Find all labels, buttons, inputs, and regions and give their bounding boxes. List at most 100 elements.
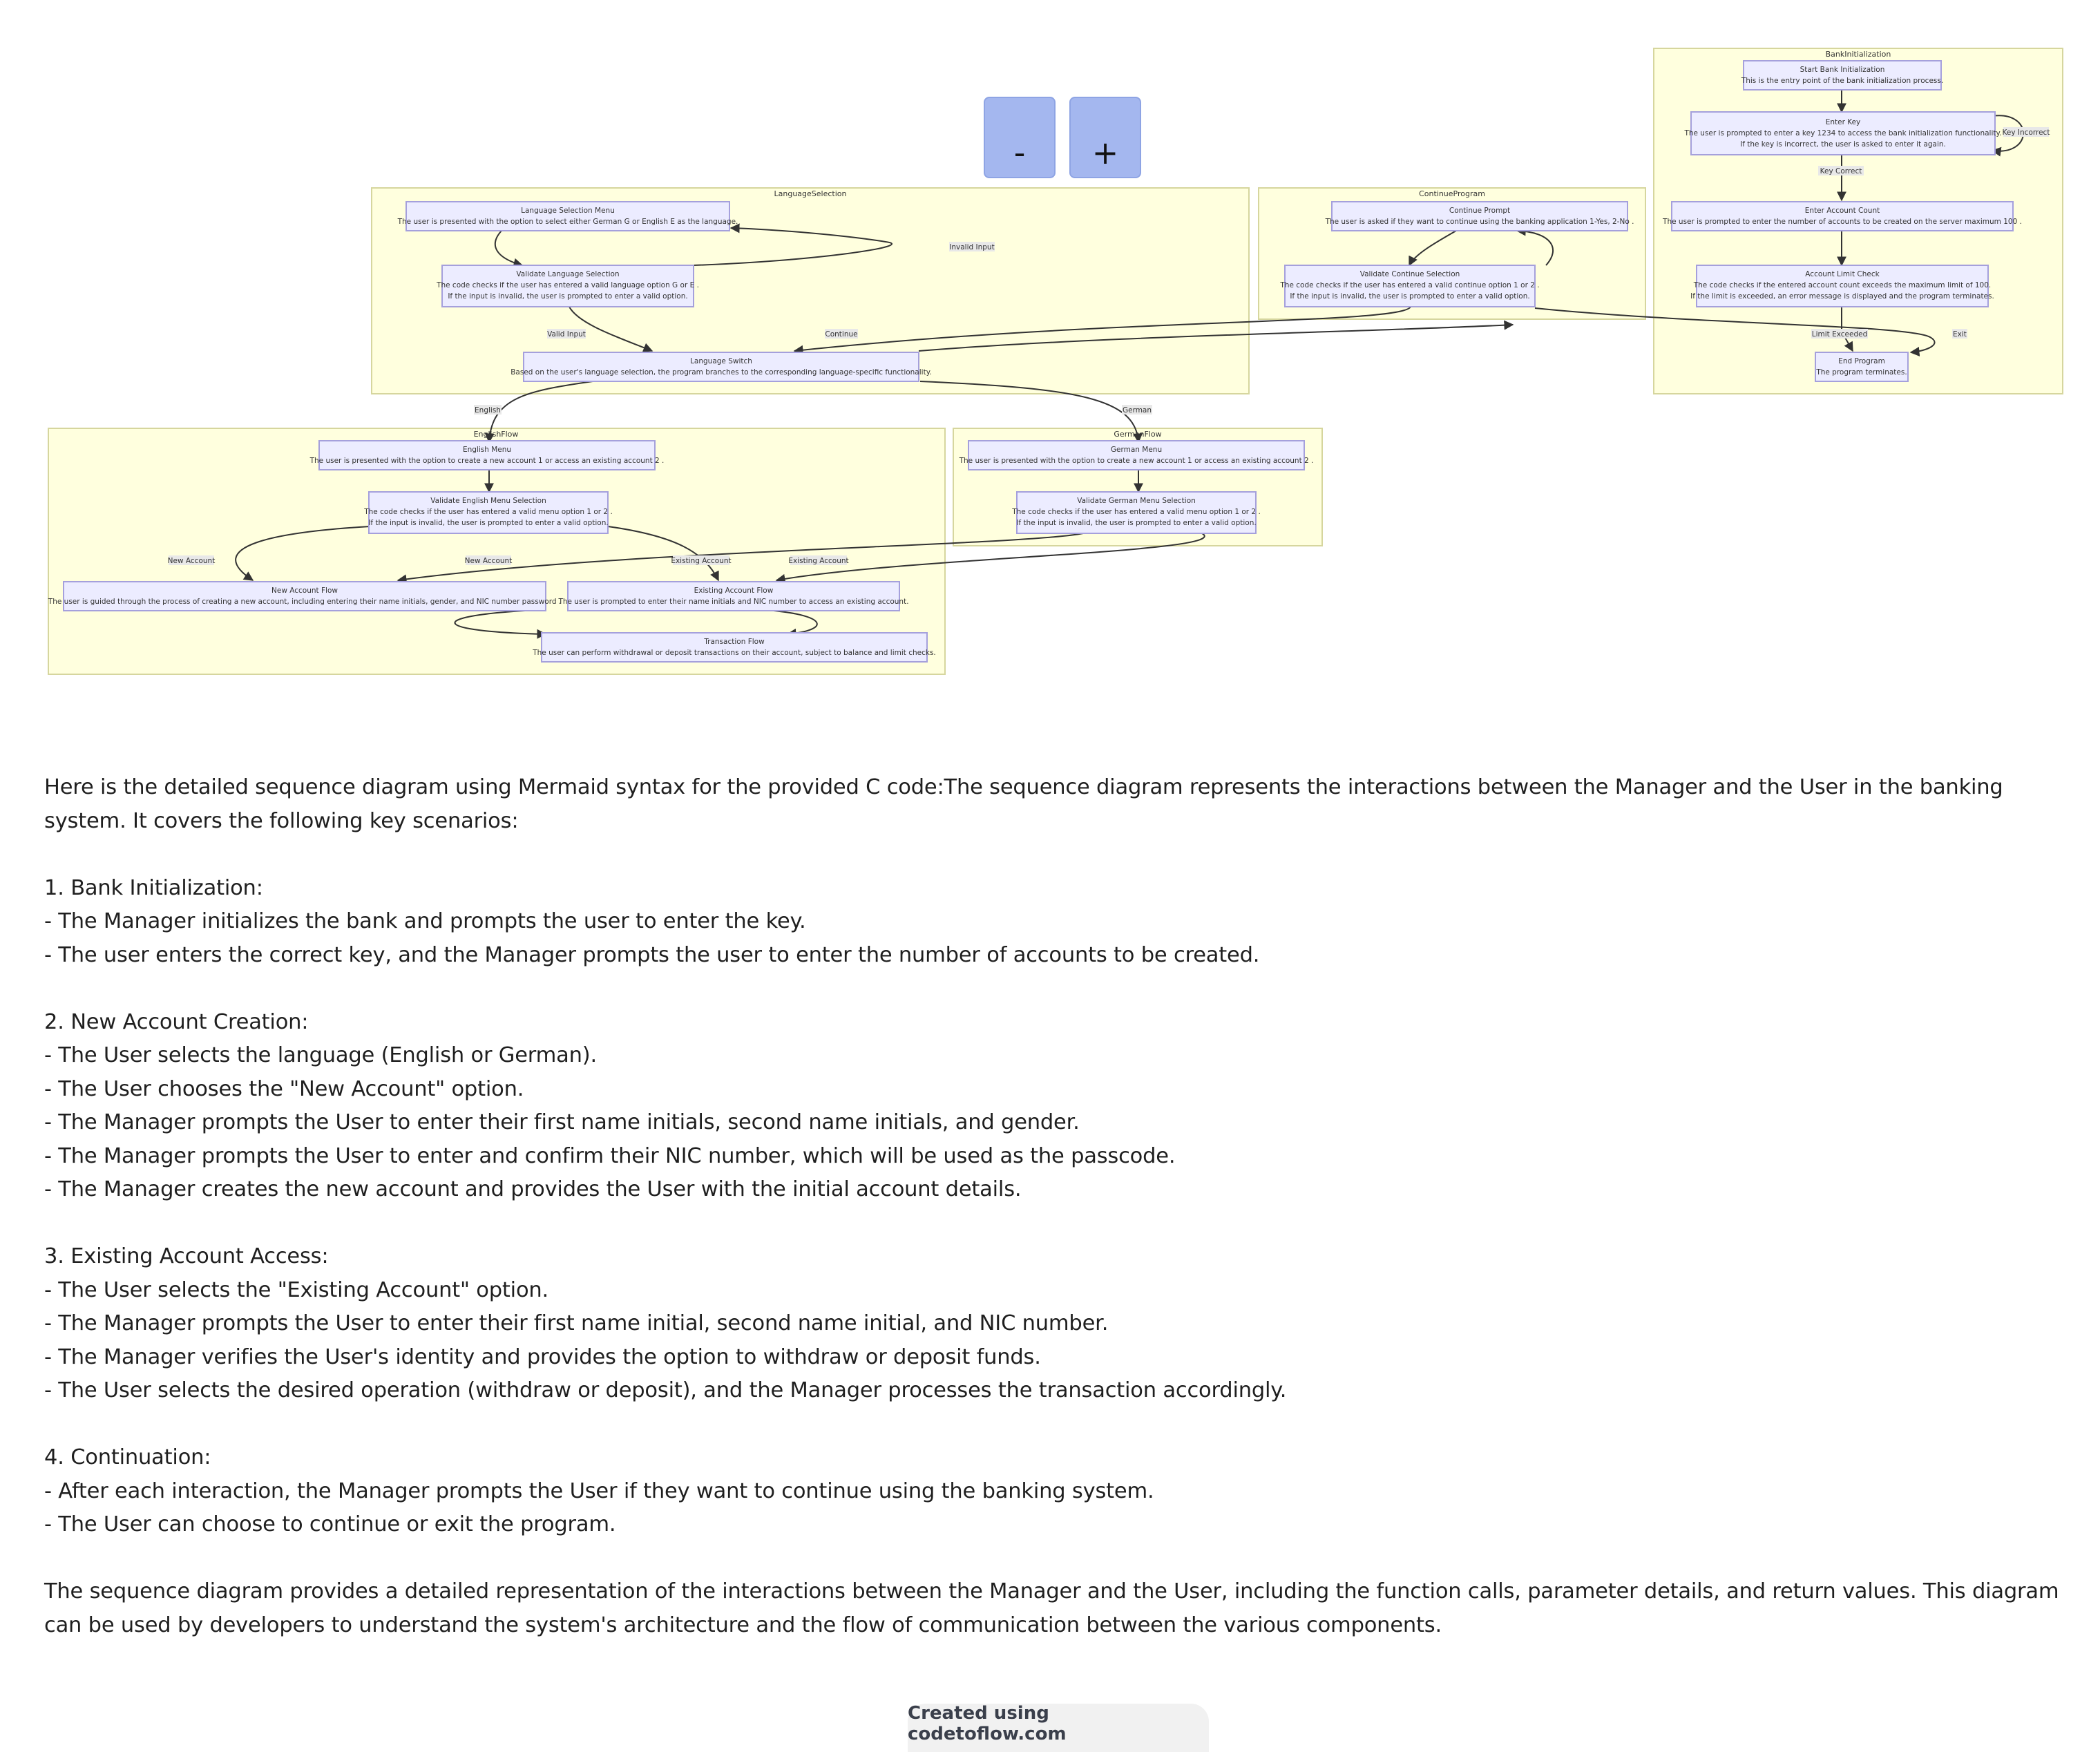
edge-valid-input xyxy=(569,306,653,352)
edge-label-new-account-german: New Account xyxy=(465,555,513,565)
svg-text:Key Correct: Key Correct xyxy=(1820,167,1862,175)
footer-badge[interactable]: Created using codetoflow.com xyxy=(908,1703,1209,1752)
edge-invalid-input xyxy=(693,223,892,266)
svg-text:If the limit is exceeded, an e: If the limit is exceeded, an error messa… xyxy=(1690,292,1994,301)
svg-text:The user is asked if they want: The user is asked if they want to contin… xyxy=(1325,218,1634,226)
node-english-menu: English Menu The user is presented with … xyxy=(309,440,665,470)
edge-label-invalid-input: Invalid Input xyxy=(949,242,995,251)
node-validate-language-selection: Validate Language Selection The code che… xyxy=(436,265,699,307)
description-text: Here is the detailed sequence diagram us… xyxy=(44,771,2061,1676)
flowchart-diagram: BankInitialization LanguageSelection Con… xyxy=(48,48,2063,675)
svg-text:Language Selection Menu: Language Selection Menu xyxy=(521,207,615,215)
node-validate-german-menu-selection: Validate German Menu Selection The code … xyxy=(1011,491,1261,534)
svg-text:Limit Exceeded: Limit Exceeded xyxy=(1812,330,1868,339)
svg-text:Account Limit Check: Account Limit Check xyxy=(1805,270,1880,278)
svg-text:The code checks if the user ha: The code checks if the user has entered … xyxy=(436,281,699,289)
edge-german-existing-account xyxy=(775,533,1205,584)
section-item: - The Manager prompts the User to enter … xyxy=(44,1311,1109,1335)
svg-text:Continue: Continue xyxy=(825,330,857,339)
cluster-label: ContinueProgram xyxy=(1419,189,1485,198)
edge-label-english: English xyxy=(474,405,502,415)
section-existing-account-access: 3. Existing Account Access: - The User s… xyxy=(44,1240,2061,1408)
svg-text:The user is presented with the: The user is presented with the option to… xyxy=(397,218,738,226)
node-german-menu: German Menu The user is presented with t… xyxy=(959,440,1314,470)
svg-text:The user is presented with the: The user is presented with the option to… xyxy=(309,457,665,465)
svg-text:The user is prompted to enter: The user is prompted to enter a key 1234… xyxy=(1683,129,2001,137)
section-heading: 4. Continuation: xyxy=(44,1445,211,1469)
svg-text:The user is prompted to enter: The user is prompted to enter the number… xyxy=(1662,218,2022,226)
svg-text:Enter Account Count: Enter Account Count xyxy=(1805,207,1880,215)
edge-label-key-incorrect: Key Incorrect xyxy=(2003,127,2050,137)
cluster-label: BankInitialization xyxy=(1826,50,1891,59)
section-item: - The Manager creates the new account an… xyxy=(44,1177,1022,1201)
svg-text:The user is guided through the: The user is guided through the process o… xyxy=(48,598,561,606)
svg-text:German: German xyxy=(1123,406,1152,415)
edge-switch-back-continue xyxy=(918,320,1514,352)
svg-text:English: English xyxy=(475,406,501,415)
svg-text:The program terminates.: The program terminates. xyxy=(1815,368,1907,377)
svg-text:Based on the user's language s: Based on the user's language selection, … xyxy=(510,368,932,377)
edge-label-limit-exceeded: Limit Exceeded xyxy=(1811,329,1868,339)
svg-text:Validate Continue Selection: Validate Continue Selection xyxy=(1360,270,1460,278)
svg-text:The user can perform withdrawa: The user can perform withdrawal or depos… xyxy=(532,649,936,657)
svg-text:Enter Key: Enter Key xyxy=(1826,118,1861,126)
edge-label-existing-account-english: Existing Account xyxy=(671,555,732,565)
svg-text:If the input is invalid, the u: If the input is invalid, the user is pro… xyxy=(1290,292,1529,301)
svg-text:Validate English Menu Selectio: Validate English Menu Selection xyxy=(430,497,546,505)
edge-label-valid-input: Valid Input xyxy=(547,329,586,339)
svg-text:Transaction Flow: Transaction Flow xyxy=(703,638,765,646)
section-item: - The User selects the language (English… xyxy=(44,1043,597,1067)
svg-text:Exit: Exit xyxy=(1953,330,1967,339)
edge-english-existing-account xyxy=(607,526,719,582)
edge-label-continue: Continue xyxy=(825,329,858,339)
svg-text:New Account Flow: New Account Flow xyxy=(271,587,338,595)
node-continue-prompt: Continue Prompt The user is asked if the… xyxy=(1325,201,1634,231)
edge-label-exit: Exit xyxy=(1952,329,1967,339)
svg-text:The code checks if the entered: The code checks if the entered account c… xyxy=(1693,281,1992,289)
svg-text:This is the entry point of the: This is the entry point of the bank init… xyxy=(1741,77,1943,85)
edge-continue-to-switch xyxy=(793,306,1411,355)
zoom-out-button[interactable]: - xyxy=(984,97,1056,178)
svg-text:German Menu: German Menu xyxy=(1111,446,1162,454)
edge-german-new-account xyxy=(397,533,1084,584)
section-heading: 1. Bank Initialization: xyxy=(44,875,263,900)
edge-new-to-transaction xyxy=(454,610,547,639)
node-enter-key: Enter Key The user is prompted to enter … xyxy=(1683,111,2002,155)
svg-text:Valid Input: Valid Input xyxy=(547,330,586,339)
edge-english-new-account xyxy=(235,526,371,581)
node-existing-account-flow: Existing Account Flow The user is prompt… xyxy=(557,581,909,611)
node-language-selection-menu: Language Selection Menu The user is pres… xyxy=(397,201,738,231)
zoom-in-button[interactable]: + xyxy=(1069,97,1141,178)
section-item: - After each interaction, the Manager pr… xyxy=(44,1478,1154,1503)
node-transaction-flow: Transaction Flow The user can perform wi… xyxy=(532,632,936,663)
node-end-program: End Program The program terminates. xyxy=(1815,352,1909,382)
svg-text:If the input is invalid, the u: If the input is invalid, the user is pro… xyxy=(368,519,608,527)
section-item: - The User selects the desired operation… xyxy=(44,1378,1287,1402)
node-validate-continue-selection: Validate Continue Selection The code che… xyxy=(1279,265,1540,307)
svg-text:Validate German Menu Selection: Validate German Menu Selection xyxy=(1077,497,1196,505)
edge-label-key-correct: Key Correct xyxy=(1818,166,1864,175)
cluster-label: LanguageSelection xyxy=(774,189,847,198)
section-heading: 2. New Account Creation: xyxy=(44,1009,309,1034)
node-language-switch: Language Switch Based on the user's lang… xyxy=(510,352,932,382)
edge-prompt-to-validate xyxy=(1409,230,1457,267)
svg-text:If the input is invalid, the u: If the input is invalid, the user is pro… xyxy=(1016,519,1256,527)
svg-text:The code checks if the user ha: The code checks if the user has entered … xyxy=(1279,281,1539,289)
svg-text:The user is presented with the: The user is presented with the option to… xyxy=(959,457,1314,465)
svg-text:Key Incorrect: Key Incorrect xyxy=(2003,128,2050,137)
section-new-account-creation: 2. New Account Creation: - The User sele… xyxy=(44,1006,2061,1207)
svg-text:Invalid Input: Invalid Input xyxy=(949,243,994,251)
edge-label-new-account-english: New Account xyxy=(168,555,215,565)
edge-lang-menu-to-validate xyxy=(494,230,524,268)
section-item: - The User chooses the "New Account" opt… xyxy=(44,1076,524,1101)
description-intro: Here is the detailed sequence diagram us… xyxy=(44,775,2003,833)
node-new-account-flow: New Account Flow The user is guided thro… xyxy=(48,581,561,611)
svg-text:The code checks if the user ha: The code checks if the user has entered … xyxy=(363,508,613,516)
node-account-limit-check: Account Limit Check The code checks if t… xyxy=(1690,265,1994,307)
edge-validate-continue-loop xyxy=(1516,226,1554,266)
svg-text:Existing Account: Existing Account xyxy=(788,557,848,565)
svg-text:New Account: New Account xyxy=(465,557,513,565)
section-bank-initialization: 1. Bank Initialization: - The Manager in… xyxy=(44,872,2061,973)
edge-english xyxy=(484,381,593,444)
svg-text:Validate Language Selection: Validate Language Selection xyxy=(516,270,619,278)
